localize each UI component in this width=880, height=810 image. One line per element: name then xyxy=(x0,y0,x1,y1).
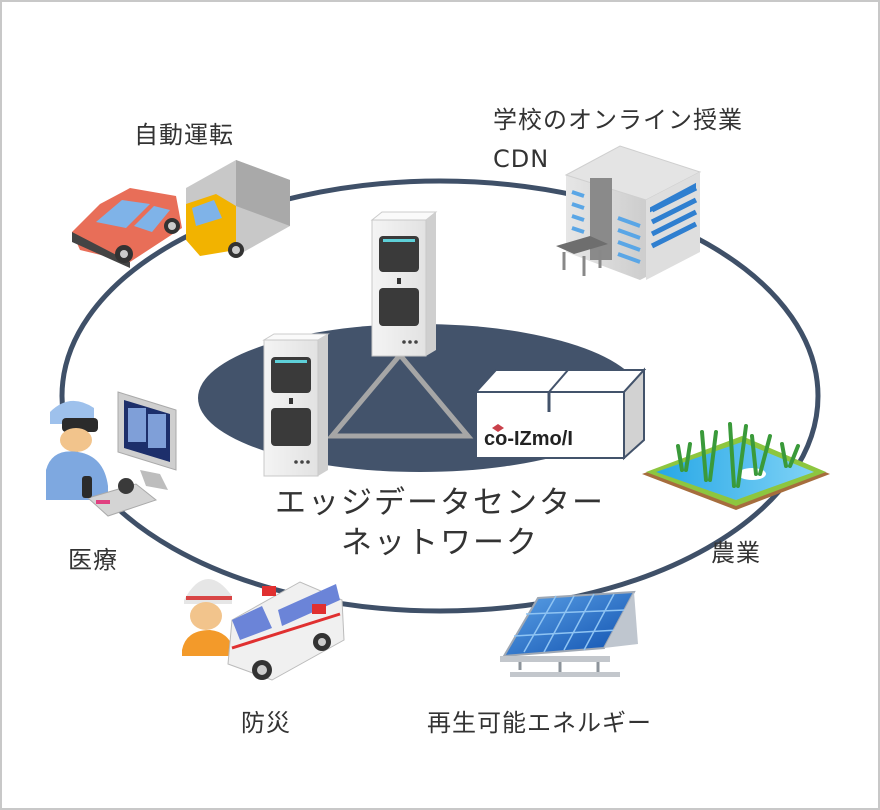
edge-rack-left-icon xyxy=(262,333,330,477)
school-building-icon xyxy=(556,145,702,280)
label-autonomous-driving: 自動運転 xyxy=(134,121,234,149)
network-ring xyxy=(59,178,821,614)
center-title-line1: エッジデータセンター xyxy=(275,485,605,521)
label-agriculture: 農業 xyxy=(711,539,761,567)
edge-rack-top-icon xyxy=(370,211,438,357)
solar-panel-icon xyxy=(500,590,638,677)
label-disaster-prevention: 防災 xyxy=(241,709,291,737)
center-title: エッジデータセンター ネットワーク xyxy=(230,483,650,563)
rice-paddy-icon xyxy=(642,422,830,510)
ambulance-rescuer-icon xyxy=(182,578,345,681)
hub-link-triangle xyxy=(326,351,474,439)
co-izmo-module-icon xyxy=(473,367,647,461)
co-izmo-label: co-IZmo/I xyxy=(484,428,573,450)
center-title-line2: ネットワーク xyxy=(341,525,539,561)
label-renewable-energy: 再生可能エネルギー xyxy=(427,709,652,737)
co-izmo-logo-icon xyxy=(492,424,504,432)
label-online-classes: 学校のオンライン授業 xyxy=(493,106,743,134)
remote-surgery-icon xyxy=(46,391,177,517)
car-and-truck-icon xyxy=(72,160,290,268)
label-medical: 医療 xyxy=(68,546,118,574)
label-online-classes-cdn: CDN xyxy=(493,145,550,173)
